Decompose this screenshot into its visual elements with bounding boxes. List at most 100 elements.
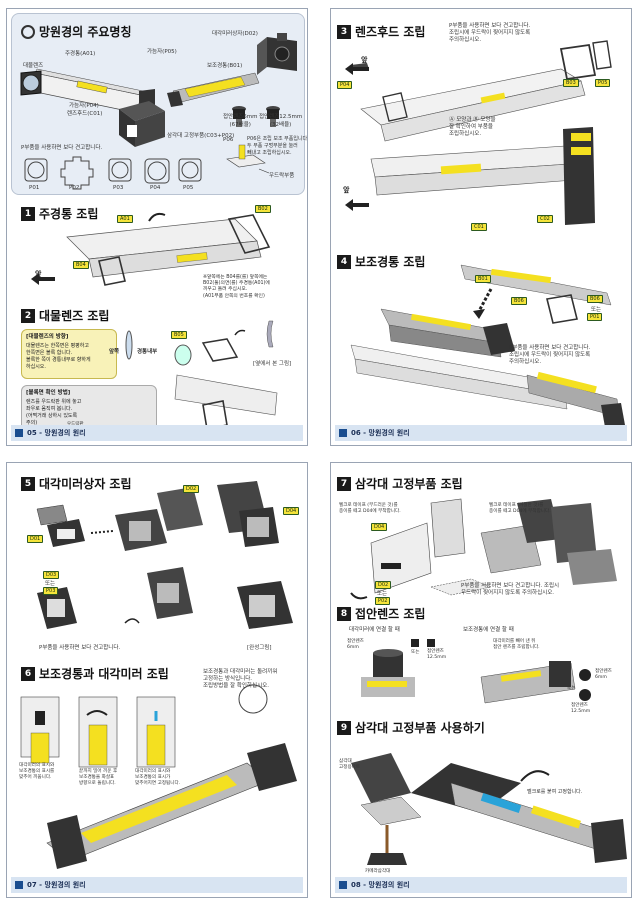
step8-ep12b: 접안렌즈 12.5mm — [571, 703, 591, 714]
step9-illustrations — [351, 753, 627, 865]
step9-camera-tripod: 카메라삼각대 — [365, 869, 391, 874]
tag-b04: B04 — [73, 261, 89, 269]
footer-page8: 08 - 망원경의 원리 — [335, 877, 627, 893]
label-eyepiece-12: 접안렌즈12.5mm (32배율) — [259, 114, 303, 128]
tag-b01: B01 — [475, 275, 491, 283]
step1-note: ※앞쪽에는 B04를(를) 앞쪽에는 B02(둘)의면(를) 주경통(A01)에… — [203, 275, 270, 299]
tag-c01: C01 — [471, 223, 487, 231]
step9-number: 9 — [337, 720, 351, 735]
step6-caption3: 대각미러의 표시와 보조경통의 표시가 맞추어지면 고정됩니다. — [135, 769, 181, 786]
step2-note2-title: [볼록면 확인 방법] — [26, 390, 71, 396]
step9-velcro-note: 벨크로를 붙여 고정합니다. — [527, 789, 583, 795]
step7-p-note: P부품을 사용하면 보다 견고합니다. 조립시 우드락이 찢어지지 않도록 주의… — [461, 583, 560, 597]
step1-front: 앞 — [35, 270, 42, 278]
step9-tripod-label: 삼각대 고정용나트 — [339, 759, 361, 770]
step8-illustrations — [361, 639, 591, 704]
tag-d01: D01 — [27, 535, 44, 543]
label-eyepiece-6: 접안렌즈6mm (67배율) — [223, 114, 258, 128]
step5-title: 5 대각미러상자 조립 — [21, 475, 132, 492]
tag-b05: B05 — [171, 331, 187, 339]
step5-p-note: P부품을 사용하면 보다 견고합니다. — [39, 645, 121, 651]
step7-number: 7 — [337, 476, 351, 491]
label-sight: 가늠자(P04) — [69, 103, 99, 109]
step1-tube-illustration — [31, 212, 271, 286]
tag-d03: D03 — [43, 571, 60, 579]
step6-number: 6 — [21, 666, 35, 681]
step4-note: P부품을 사용하면 보다 견고합니다. 조립시에 우드락이 찢어지지 않도록 주… — [509, 345, 591, 366]
tag-p05-p6: P05 — [595, 79, 611, 87]
label-sub-tube: 보조경통(B01) — [207, 63, 243, 69]
step7-tape1: 벨크로 테이프 (부드러운 것)를 종이를 떼고 D04에 부착합니다. — [339, 503, 401, 514]
step4-title: 4 보조경통 조립 — [337, 253, 425, 270]
label-wood-part: 우드락부품 — [269, 173, 295, 179]
step7-or: 또는 — [377, 591, 388, 597]
step8-title: 8 접안렌즈 조립 — [337, 605, 425, 622]
step8-or2: 또는 — [567, 686, 576, 691]
label-p-parts-note: P부품을 사용하면 보다 견고합니다. — [21, 145, 103, 151]
page-08: 7 삼각대 고정부품 조립 — [330, 462, 632, 898]
label-p01: P01 — [29, 185, 40, 191]
step4-number: 4 — [337, 254, 351, 269]
step2-inner-label: 경통내부 — [137, 349, 158, 355]
main-tube-illustration — [20, 68, 155, 115]
tag-p01-p6: P01 — [587, 313, 603, 321]
step3-tube-top — [345, 40, 612, 142]
step3-title: 3 렌즈후드 조립 — [337, 23, 425, 40]
tag-d04: D04 — [283, 507, 300, 515]
tag-b06: B06 — [511, 297, 527, 305]
tag-d02-p8: D02 — [375, 581, 392, 589]
step2-title: 2 대물렌즈 조립 — [21, 307, 109, 324]
step3-front: 앞 — [361, 56, 368, 64]
label-p06: P06 — [223, 137, 234, 143]
step4-illustrations — [350, 264, 625, 427]
tag-a01: A01 — [117, 215, 133, 223]
step3-note: P부품을 사용하면 보다 견고합니다. 조립시에 우드락이 찢어지지 않도록 주… — [449, 23, 531, 44]
step3-tube-bottom — [345, 127, 595, 225]
label-tripod-fixture: 삼각대 고정부품(C03+P02) — [167, 133, 235, 139]
step6-title: 6 보조경통과 대각미러 조립 — [21, 665, 169, 682]
tag-c02: C02 — [537, 215, 553, 223]
step7-parts — [350, 498, 617, 600]
label-p05: P05 — [183, 185, 194, 191]
page7-illustrations — [20, 481, 297, 869]
step3-note2: Ⓐ 모양과 Ⓑ 모양을 잘 확인하여 부품을 조립하십시오. — [449, 117, 496, 138]
step5-number: 5 — [21, 476, 35, 491]
step6-tube — [46, 684, 297, 869]
tag-p04-p6: P04 — [337, 81, 353, 89]
step2-number: 2 — [21, 308, 35, 323]
step8-or: 또는 — [411, 650, 420, 655]
step8-ep12: 접안렌즈 12.5mm — [427, 649, 447, 660]
label-main-tube: 주경통(A01) — [65, 51, 96, 57]
p-parts-illustrations — [24, 156, 202, 190]
label-objective: 대물렌즈 — [23, 63, 44, 69]
parts-title-icon — [21, 24, 35, 39]
step7-title: 7 삼각대 고정부품 조립 — [337, 475, 463, 492]
step1-number: 1 — [21, 206, 35, 221]
page6-illustrations — [345, 40, 625, 427]
step3-number: 3 — [337, 24, 351, 39]
eyepiece-illustrations — [232, 106, 280, 127]
step8-sub-conn: 보조경통에 연결 할 때 — [463, 627, 514, 633]
footer-page7: 07 - 망원경의 원리 — [11, 877, 303, 893]
tag-p03-p7: P03 — [43, 587, 59, 595]
page8-illustrations — [350, 498, 627, 865]
step8-remove-note: 대각미러를 빼어 낸 뒤 접안 렌즈를 조립합니다. — [493, 639, 540, 650]
step2-note1-title: [대물렌즈의 방향] — [26, 334, 69, 340]
step5-or: 또는 — [45, 581, 56, 587]
step5-parts — [36, 481, 279, 551]
label-p04: P04 — [150, 185, 161, 191]
tag-d04-p8: D04 — [371, 523, 388, 531]
step2-wood-label: 우드락판 — [67, 421, 84, 427]
page5-illustrations — [20, 33, 297, 430]
tag-b03: B03 — [563, 79, 579, 87]
step8-ep6: 접안렌즈 6mm — [347, 639, 364, 650]
step5-assembly — [37, 567, 293, 629]
sub-tube-illustration — [167, 72, 260, 107]
step2-front-label: 앞쪽 — [109, 349, 120, 355]
step2-note1-body: 대물렌즈는 한쪽면은 평평하고 한쪽면은 볼록 합니다. 볼록한 쪽이 경통내부… — [26, 343, 91, 370]
lens-hood-illustration — [119, 101, 165, 147]
footer-page5: 05 - 망원경의 원리 — [11, 425, 303, 441]
tag-p02-p8: P02 — [375, 597, 391, 605]
label-diagonal-box: 대각미러상자(D02) — [212, 31, 258, 37]
step8-diag-conn: 대각미러에 연결 할 때 — [349, 627, 400, 633]
